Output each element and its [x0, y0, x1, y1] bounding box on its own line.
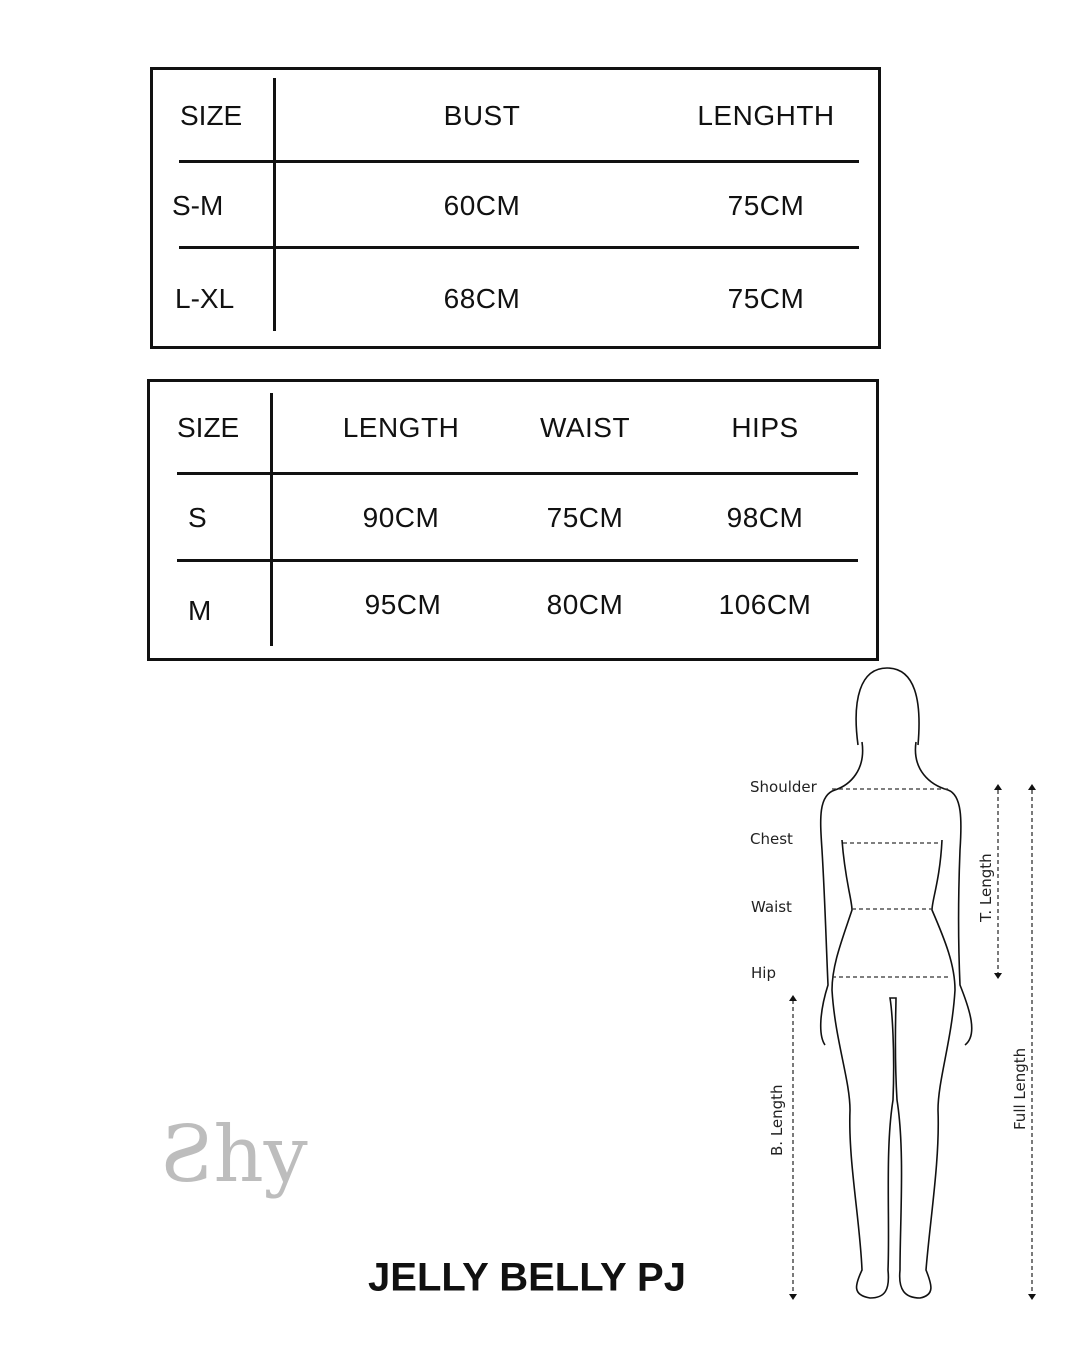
header-bust: BUST: [443, 100, 521, 131]
arrowheads: [789, 784, 1036, 1300]
bottom-size-table: [147, 379, 879, 661]
label-shoulder: Shoulder: [750, 778, 818, 796]
divider: [270, 393, 273, 646]
cell: 95CM: [364, 589, 442, 620]
label-b-length: B. Length: [768, 1084, 786, 1156]
header-length: LENGTH: [342, 412, 460, 443]
header-size: SIZE: [177, 412, 240, 443]
top-size-table: [150, 67, 881, 349]
cell: M: [188, 595, 212, 626]
body-silhouette: [819, 667, 973, 1299]
divider: [177, 559, 858, 562]
cell: 60CM: [443, 190, 521, 221]
divider: [179, 246, 859, 249]
header-size: SIZE: [180, 100, 243, 131]
label-chest: Chest: [750, 830, 793, 848]
label-hip: Hip: [751, 964, 776, 982]
divider: [177, 472, 858, 475]
cell: 75CM: [727, 190, 805, 221]
cell: L-XL: [175, 283, 235, 314]
product-title: JELLY BELLY PJ: [368, 1255, 686, 1300]
cell: 75CM: [546, 502, 624, 533]
label-full-length: Full Length: [1011, 1048, 1029, 1130]
cell: 98CM: [726, 502, 804, 533]
divider: [273, 78, 276, 331]
cell: S: [188, 502, 207, 533]
cell: 106CM: [718, 589, 812, 620]
cell: 90CM: [362, 502, 440, 533]
cell: S-M: [172, 190, 224, 221]
brand-logo: Shy: [160, 1110, 308, 1200]
header-hips: HIPS: [731, 412, 799, 443]
measurement-lines: [792, 788, 1033, 1296]
header-waist: WAIST: [539, 412, 631, 443]
label-waist: Waist: [751, 898, 792, 916]
cell: 68CM: [443, 283, 521, 314]
header-length: LENGHTH: [697, 100, 835, 131]
cell: 75CM: [727, 283, 805, 314]
cell: 80CM: [546, 589, 624, 620]
divider: [179, 160, 859, 163]
label-t-length: T. Length: [977, 853, 995, 923]
